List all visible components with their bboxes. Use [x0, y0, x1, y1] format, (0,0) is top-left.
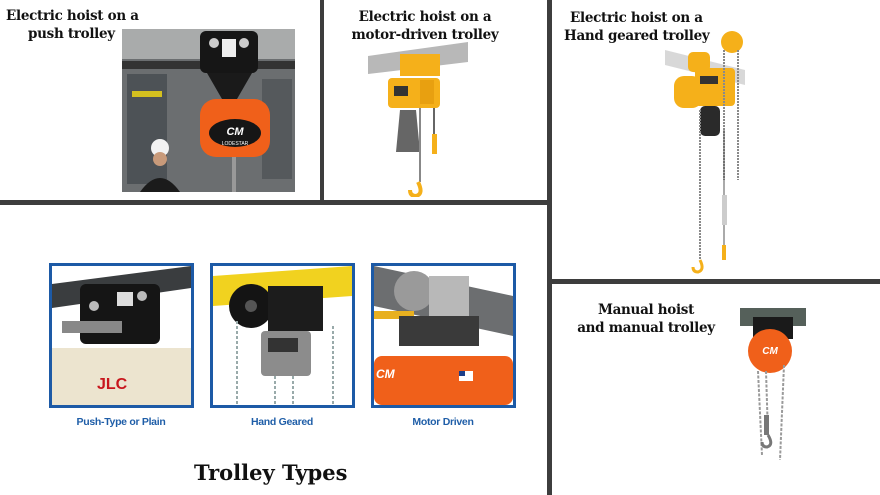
cm-logo: CM — [226, 126, 244, 138]
photo-push-trolley-hoist: CM LODESTAR — [122, 29, 295, 192]
caption-manual-trolley: Manual hoist and manual trolley — [566, 301, 726, 337]
motor-trolley-photo: CM — [374, 266, 513, 405]
cm-logo: CM — [762, 346, 778, 357]
trolley-type-label-geared: Hand Geared — [250, 416, 314, 428]
cm-logo: CM — [376, 367, 396, 381]
trolley-type-image-push: JLC — [49, 263, 194, 408]
caption-line: Manual hoist — [597, 302, 695, 318]
trolley-types-title: Trolley Types — [194, 460, 348, 485]
photo-geared-trolley-hoist — [665, 31, 745, 274]
caption-motor-trolley: Electric hoist on a motor-driven trolley — [345, 8, 505, 44]
divider-horizontal-right — [550, 279, 880, 284]
trolley-type-image-motor: CM — [371, 263, 516, 408]
caption-line: and manual trolley — [577, 320, 715, 336]
trolley-type-label-push: Push-Type or Plain — [76, 416, 166, 428]
trolley-type-label-motor: Motor Driven — [412, 416, 474, 428]
lodestar-logo: LODESTAR — [222, 141, 249, 147]
caption-geared-trolley: Electric hoist on a Hand geared trolley — [564, 9, 710, 45]
divider-vertical-top — [320, 0, 324, 202]
geared-trolley-photo — [213, 266, 352, 405]
divider-horizontal-left — [0, 200, 548, 205]
caption-line: Electric hoist on a — [570, 10, 703, 26]
divider-vertical-main — [547, 0, 552, 495]
caption-line: Hand geared trolley — [564, 28, 710, 44]
caption-line: motor-driven trolley — [351, 27, 499, 43]
trolley-type-image-geared — [210, 263, 355, 408]
caption-line: push trolley — [28, 26, 115, 42]
photo-manual-hoist-trolley: CM — [740, 308, 806, 461]
caption-line: Electric hoist on a — [6, 8, 139, 24]
caption-line: Electric hoist on a — [358, 9, 492, 25]
caption-push-trolley: Electric hoist on a push trolley — [6, 7, 139, 43]
push-trolley-photo: JLC — [52, 266, 191, 405]
jlc-logo: JLC — [97, 376, 128, 393]
photo-motor-trolley-hoist — [368, 42, 468, 197]
